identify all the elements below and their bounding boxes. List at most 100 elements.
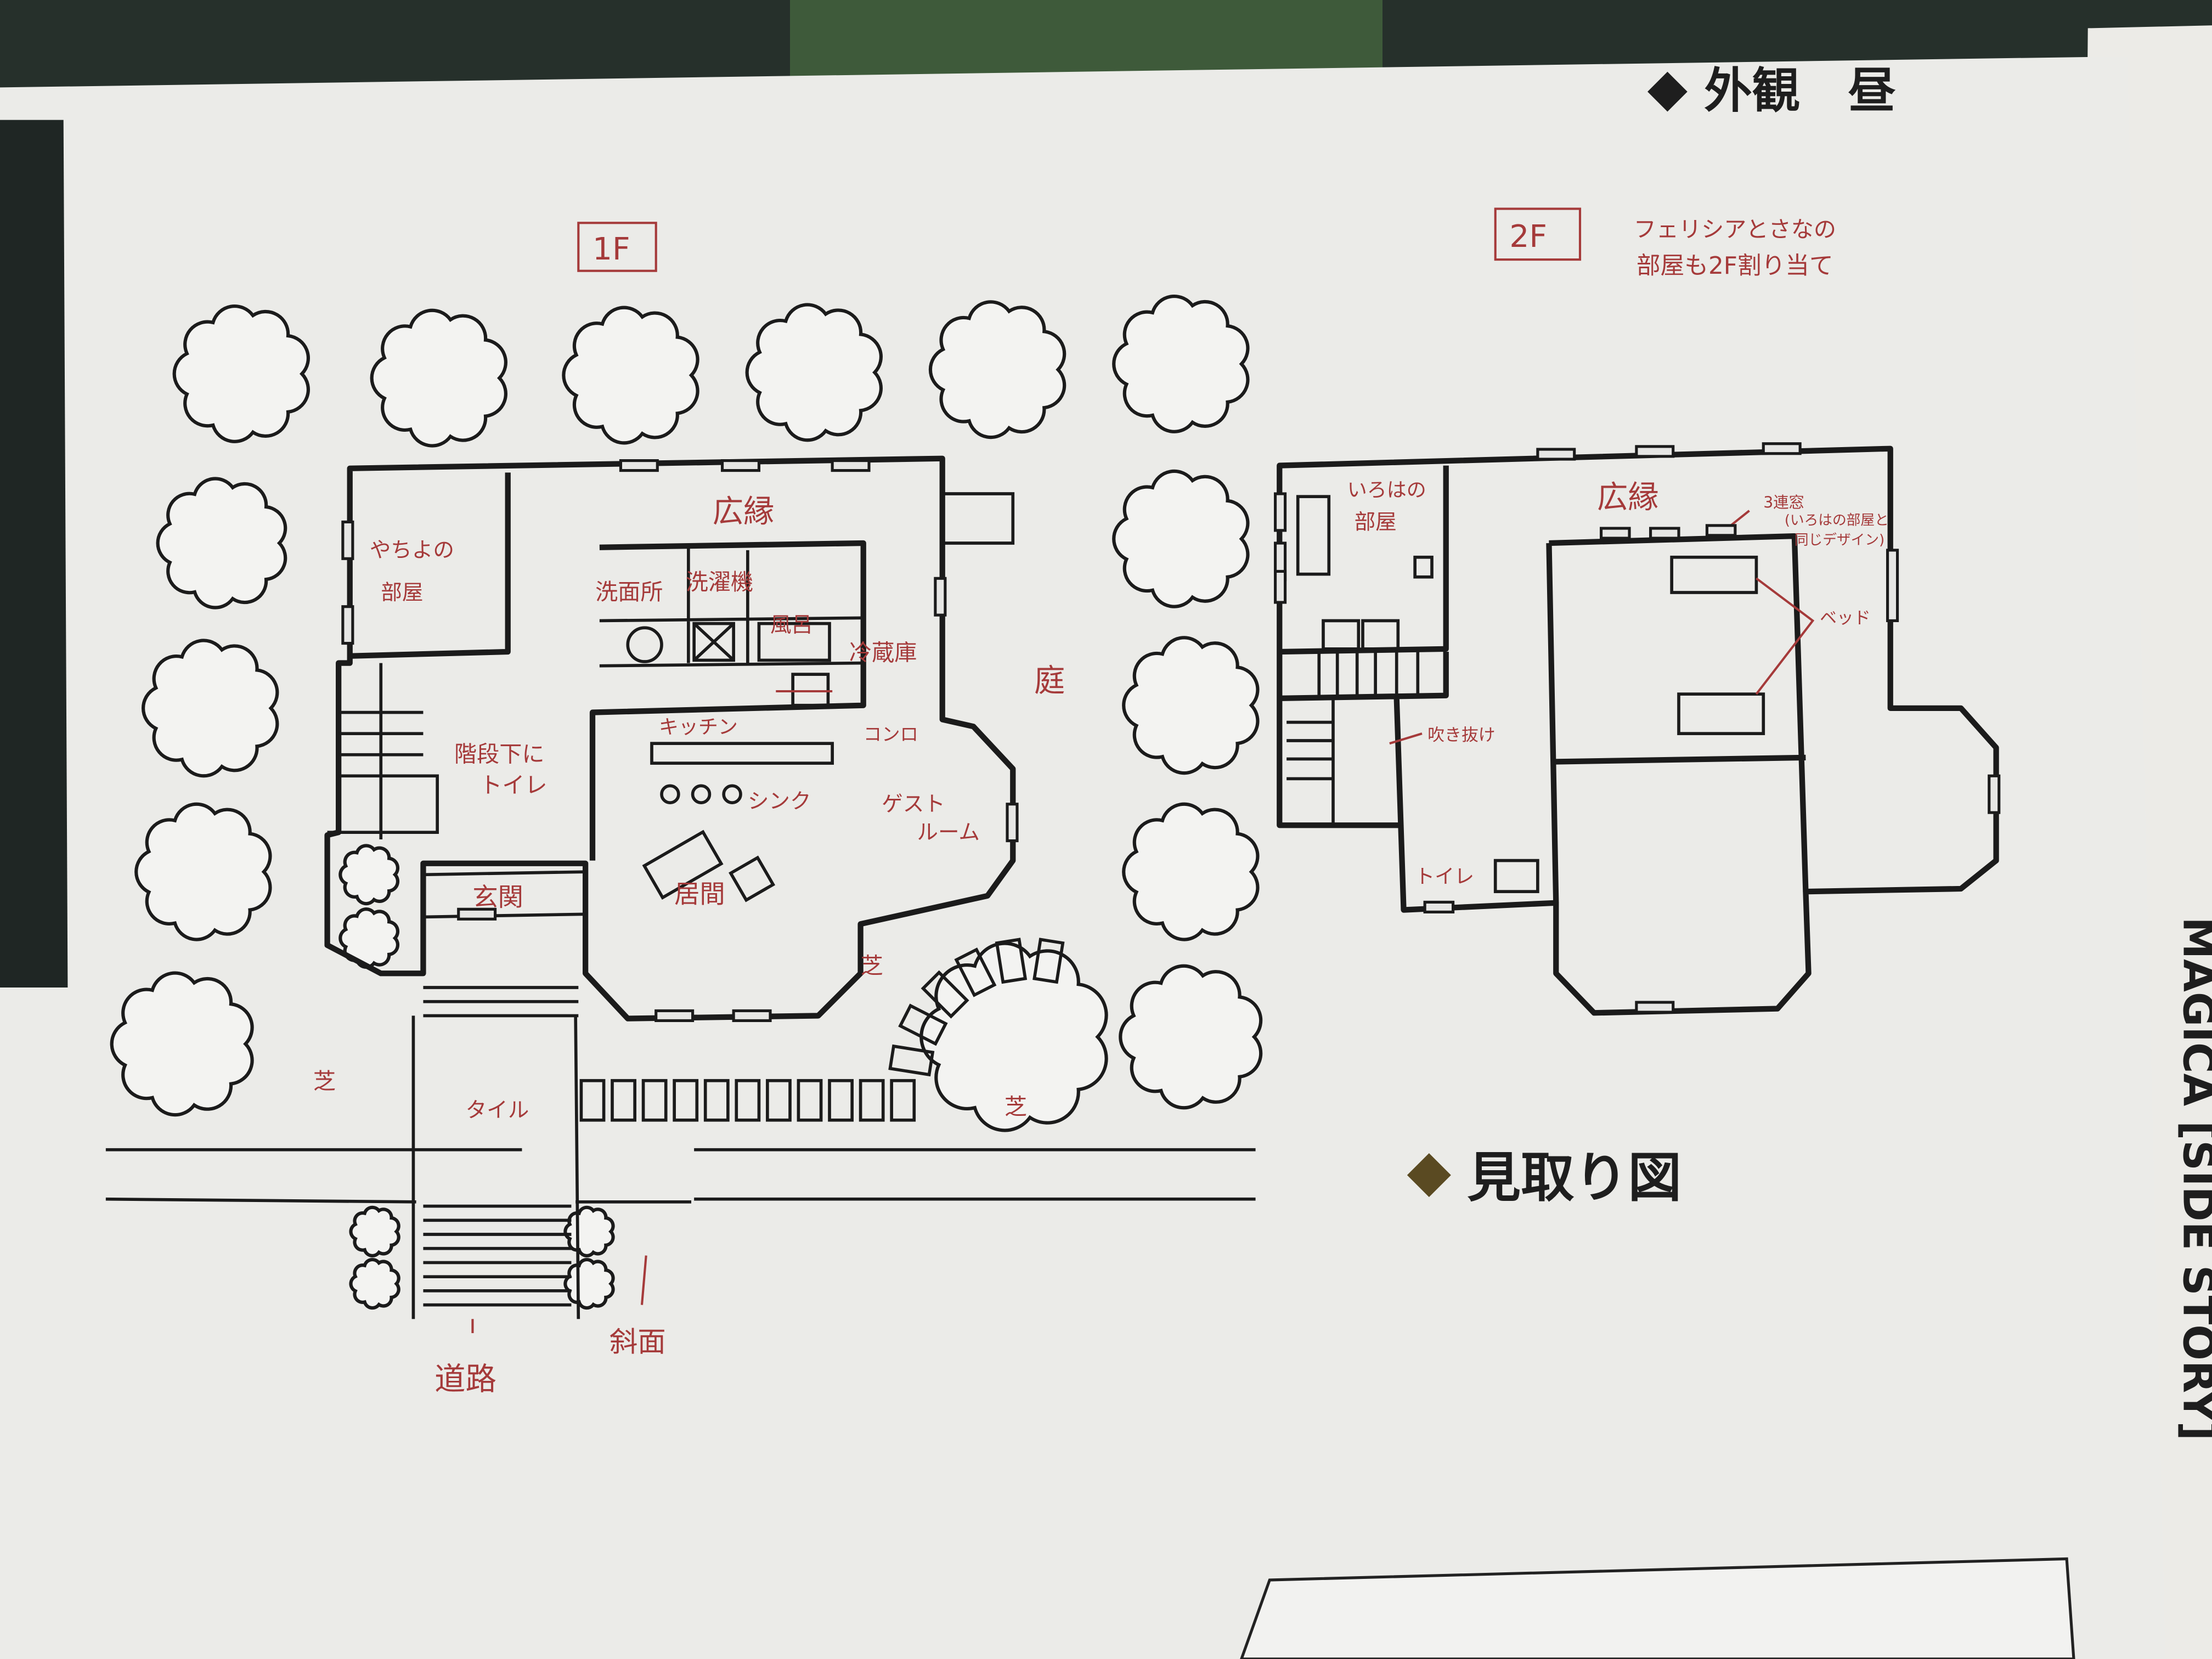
f1-toilet-under-stairs-label-1: 階段下に: [454, 741, 545, 768]
floor2-label-box: [1494, 207, 1582, 261]
trees: [110, 295, 1263, 1310]
f1-lawn-label: 芝: [861, 952, 883, 979]
f1-guest-room-label-1: ゲスト: [882, 792, 945, 817]
tree-icon: [563, 1205, 615, 1257]
window-icon: [1274, 569, 1287, 604]
tree-icon: [370, 308, 507, 448]
window-icon: [1635, 1001, 1675, 1014]
f1-kitchen-label: キッチン: [659, 716, 738, 738]
window-icon: [341, 520, 354, 560]
tree-icon: [1122, 802, 1260, 941]
f2-atrium-label: 吹き抜け: [1427, 725, 1495, 745]
f2-triple-window-label-2: (いろはの部屋と: [1785, 512, 1889, 529]
tree-icon: [349, 1205, 400, 1257]
exterior-day-heading: 外観 昼: [1704, 63, 1896, 119]
tree-icon: [1112, 469, 1250, 608]
window-icon: [934, 577, 947, 617]
f1-washing-machine-label: 洗濯機: [686, 569, 753, 595]
stepping-stone: [579, 1079, 606, 1122]
side-card-text: MAGICA [SIDE STORY]: [2174, 917, 2212, 1441]
tree-icon: [349, 1257, 400, 1310]
window-icon: [1006, 803, 1019, 843]
f1-yachiyo-room-label-1: やちよの: [370, 538, 454, 563]
f1-sink-label: シンク: [748, 789, 811, 814]
stepping-stone: [611, 1079, 636, 1122]
stepping-stone: [898, 1003, 948, 1046]
window-icon: [732, 1009, 772, 1023]
f1-guest-room-label-2: ルーム: [917, 820, 980, 845]
stepping-stone: [859, 1079, 885, 1122]
window-icon: [341, 605, 354, 645]
window-icon: [654, 1009, 695, 1023]
tree-icon: [745, 303, 883, 442]
f1-living-label: 居間: [674, 879, 725, 909]
floor1-label-box: [577, 222, 657, 272]
f1-fridge-label: 冷蔵庫: [849, 639, 917, 665]
f1-entrance-label: 玄関: [472, 882, 523, 912]
window-icon: [1274, 492, 1287, 532]
tree-icon: [1112, 295, 1250, 433]
f1-slope-label: 斜面: [610, 1325, 666, 1358]
f2-bed-label: ベッド: [1820, 608, 1871, 628]
f1-road-label: 道路: [435, 1361, 496, 1397]
f1-yachiyo-room-label-2: 部屋: [381, 580, 423, 605]
f1-washroom-label: 洗面所: [595, 579, 663, 605]
window-icon: [1886, 549, 1899, 622]
tree-icon: [928, 300, 1066, 439]
diamond-bullet-icon: [1407, 1153, 1451, 1198]
floor2-note-line2: 部屋も2F割り当て: [1637, 252, 1833, 280]
floor2-plan: [1277, 445, 1999, 1016]
diamond-bullet-icon: [1647, 71, 1688, 112]
next-page: [1240, 1557, 2075, 1659]
f2-triple-window-label-3: 同じデザイン): [1795, 532, 1884, 549]
tree-icon: [110, 971, 254, 1117]
window-icon: [831, 459, 871, 472]
floor2-note-line1: フェリシアとさなの: [1634, 216, 1836, 242]
f2-iroha-room-label-1: いろはの: [1347, 479, 1426, 501]
window-icon: [619, 459, 659, 472]
tree-icon: [1122, 636, 1260, 775]
floor-plan-title: 見取り図: [1467, 1147, 1681, 1210]
stepping-stone: [735, 1079, 761, 1122]
stepping-stone: [673, 1079, 699, 1122]
floor1-plan: [105, 455, 1256, 1319]
floor2-label: 2F: [1509, 218, 1547, 255]
window-icon: [1635, 445, 1675, 458]
f1-tile-label: タイル: [466, 1098, 529, 1123]
left-edge-shadow: [0, 120, 68, 988]
window-icon: [1649, 527, 1680, 540]
stepping-stone: [766, 1079, 792, 1122]
tree-icon: [562, 306, 699, 445]
stepping-stone: [1032, 938, 1065, 984]
stepping-stone: [641, 1079, 668, 1122]
f2-veranda-label: 広縁: [1597, 479, 1659, 516]
window-icon: [1988, 774, 2001, 814]
stepping-stone: [703, 1079, 730, 1122]
window-icon: [1536, 448, 1576, 461]
stepping-stone: [888, 1044, 935, 1077]
window-icon: [1423, 900, 1455, 914]
windows: [341, 442, 2001, 1023]
f1-lawn-label: 芝: [1005, 1093, 1027, 1120]
floor1-label: 1F: [592, 231, 630, 267]
window-icon: [1762, 442, 1802, 455]
f1-stove-label: コンロ: [864, 724, 918, 745]
f1-veranda-label: 広縁: [713, 493, 775, 529]
stepping-stone: [921, 970, 969, 1019]
window-icon: [1705, 524, 1737, 537]
f1-bath-label: 風呂: [770, 613, 812, 637]
stepping-stone: [954, 947, 997, 997]
tree-icon: [563, 1257, 615, 1310]
tree-icon: [141, 639, 279, 778]
stepping-stone: [995, 938, 1028, 984]
stepping-stones: [579, 938, 1065, 1122]
f2-toilet-label: トイレ: [1415, 866, 1474, 888]
f2-triple-window-label-1: 3連窓: [1763, 494, 1804, 512]
f2-iroha-room-label-2: 部屋: [1355, 510, 1397, 534]
f1-toilet-under-stairs-label-2: トイレ: [479, 772, 547, 798]
tree-icon: [156, 477, 287, 610]
window-icon: [721, 459, 760, 472]
window-icon: [1600, 527, 1631, 540]
